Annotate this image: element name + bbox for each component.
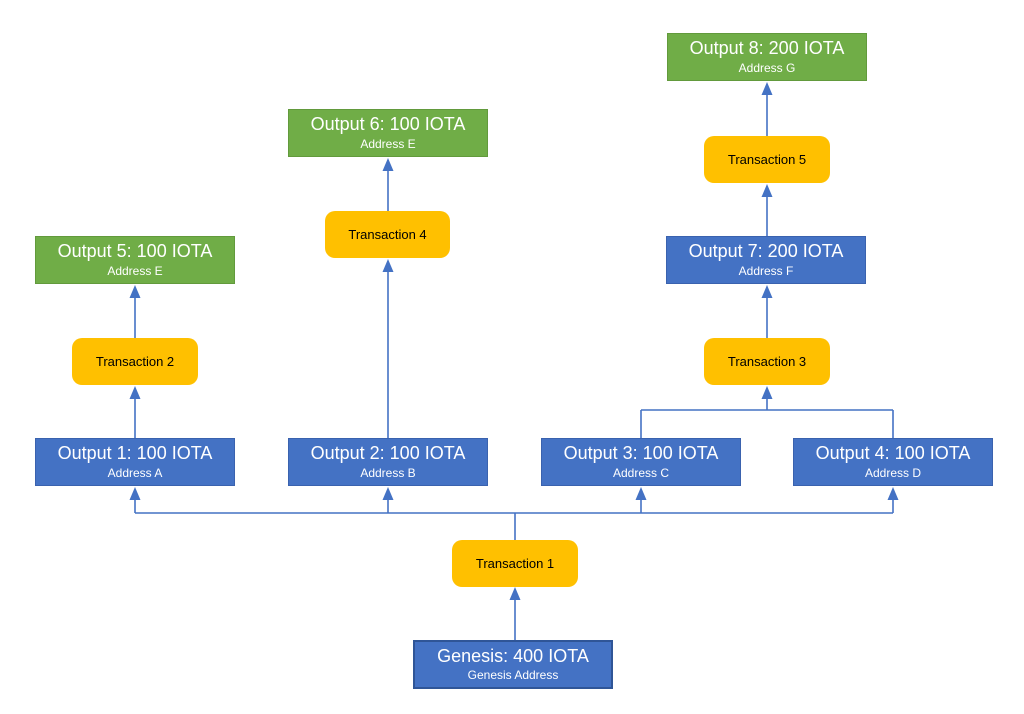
arrowhead-transaction2 <box>129 386 141 399</box>
node-transaction-4: Transaction 4 <box>325 211 450 258</box>
node-transaction-5: Transaction 5 <box>704 136 830 183</box>
output-6-address: Address E <box>360 136 416 151</box>
node-output-1: Output 1: 100 IOTA Address A <box>35 438 235 486</box>
output-3-title: Output 3: 100 IOTA <box>563 443 719 464</box>
output-2-address: Address B <box>360 465 416 480</box>
genesis-title: Genesis: 400 IOTA <box>437 645 589 666</box>
node-output-8: Output 8: 200 IOTA Address G <box>667 33 867 81</box>
node-genesis: Genesis: 400 IOTA Genesis Address <box>413 640 613 689</box>
output-5-title: Output 5: 100 IOTA <box>57 241 213 262</box>
node-transaction-2: Transaction 2 <box>72 338 198 385</box>
arrowhead-output3 <box>635 487 647 500</box>
arrowhead-transaction1 <box>509 587 521 600</box>
output-8-address: Address G <box>738 60 796 75</box>
arrowhead-output7 <box>761 285 773 298</box>
arrowhead-transaction5 <box>761 184 773 197</box>
arrowhead-output5 <box>129 285 141 298</box>
output-2-title: Output 2: 100 IOTA <box>310 443 466 464</box>
node-output-3: Output 3: 100 IOTA Address C <box>541 438 741 486</box>
arrowhead-output1 <box>129 487 141 500</box>
node-output-7: Output 7: 200 IOTA Address F <box>666 236 866 284</box>
arrowhead-output2 <box>382 487 394 500</box>
output-3-address: Address C <box>612 465 670 480</box>
transaction-3-label: Transaction 3 <box>727 354 807 369</box>
arrowhead-output4 <box>887 487 899 500</box>
node-output-5: Output 5: 100 IOTA Address E <box>35 236 235 284</box>
output-6-title: Output 6: 100 IOTA <box>310 114 466 135</box>
arrowhead-transaction3 <box>761 386 773 399</box>
output-8-title: Output 8: 200 IOTA <box>689 38 845 59</box>
node-output-6: Output 6: 100 IOTA Address E <box>288 109 488 157</box>
transaction-4-label: Transaction 4 <box>348 227 427 242</box>
output-1-title: Output 1: 100 IOTA <box>57 443 213 464</box>
output-5-address: Address E <box>107 263 163 278</box>
node-transaction-3: Transaction 3 <box>704 338 830 385</box>
arrowhead-transaction4 <box>382 259 394 272</box>
transaction-2-label: Transaction 2 <box>95 354 175 369</box>
arrowhead-output6 <box>382 158 394 171</box>
arrowhead-output8 <box>761 82 773 95</box>
transaction-1-label: Transaction 1 <box>475 556 555 571</box>
genesis-address: Genesis Address <box>467 668 559 683</box>
output-4-address: Address D <box>864 465 922 480</box>
output-7-address: Address F <box>738 263 794 278</box>
node-output-4: Output 4: 100 IOTA Address D <box>793 438 993 486</box>
output-1-address: Address A <box>107 465 163 480</box>
output-4-title: Output 4: 100 IOTA <box>815 443 971 464</box>
node-output-2: Output 2: 100 IOTA Address B <box>288 438 488 486</box>
node-transaction-1: Transaction 1 <box>452 540 578 587</box>
transaction-5-label: Transaction 5 <box>727 152 807 167</box>
output-7-title: Output 7: 200 IOTA <box>688 241 844 262</box>
